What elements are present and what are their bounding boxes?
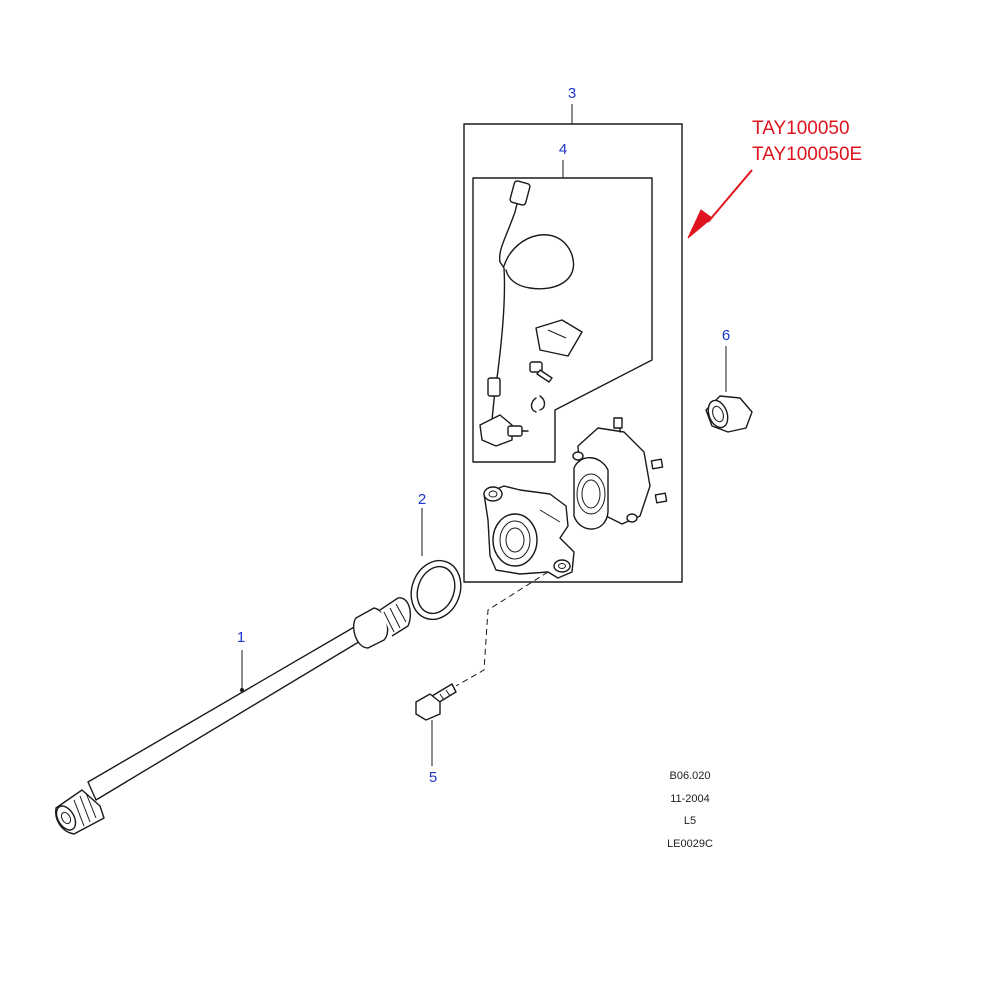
callout-6: 6: [722, 327, 730, 344]
kit-pointer-arrow: [687, 169, 753, 239]
callout-3: 3: [568, 85, 576, 102]
diagram-ref: B06.020: [670, 770, 711, 782]
nut-6: [705, 346, 753, 433]
grease-sachet: [535, 319, 583, 357]
callout-2: 2: [418, 491, 426, 508]
kit-outline-3: [463, 104, 683, 583]
sensor-clip: [530, 395, 546, 413]
diagram-date: 11-2004: [670, 793, 710, 805]
sensor-kit-outline-4: [472, 160, 653, 463]
wheel-hub: [572, 417, 668, 530]
diagram-code: LE0029C: [667, 838, 713, 850]
part-number-1: TAY100050: [752, 118, 850, 139]
assembly-dashed-line: [455, 571, 549, 687]
bolt-5: [415, 683, 457, 766]
o-ring-2: [410, 508, 462, 621]
diagram-model: L5: [684, 815, 696, 827]
callout-4: 4: [559, 141, 567, 158]
bearing-housing: [483, 485, 575, 579]
sensor-screw: [529, 361, 553, 383]
part-number-2: TAY100050E: [752, 144, 862, 165]
callout-1: 1: [237, 629, 245, 646]
abs-sensor: [479, 180, 575, 447]
callout-5: 5: [429, 769, 437, 786]
half-shaft-1: [55, 597, 412, 835]
